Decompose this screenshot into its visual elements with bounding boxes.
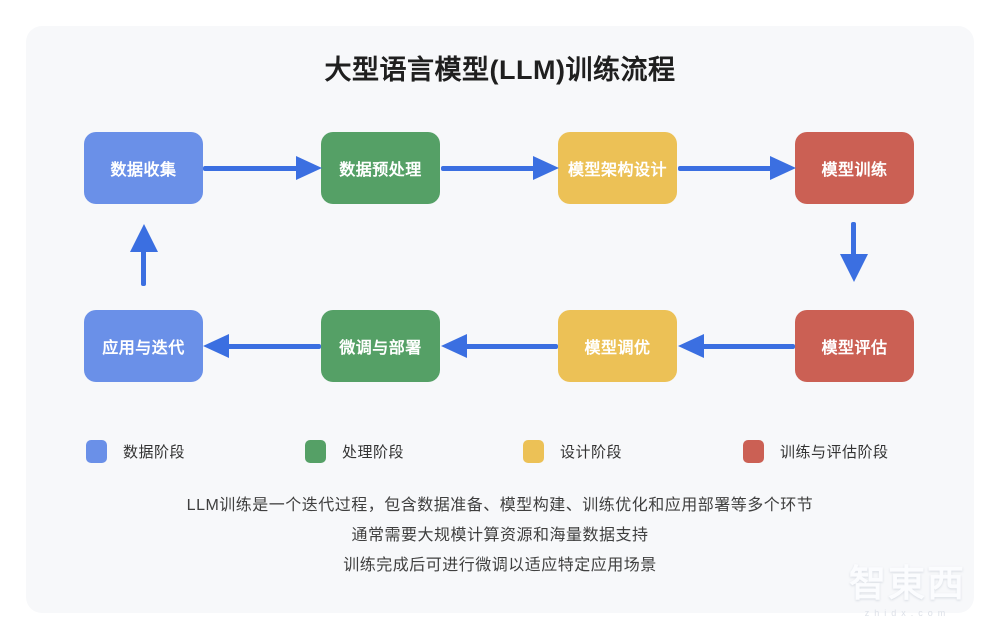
legend-item-train-eval-stage: 训练与评估阶段: [743, 439, 889, 463]
legend-label: 处理阶段: [342, 443, 405, 461]
arrow-right-icon: [533, 156, 559, 180]
description-line-2: 通常需要大规模计算资源和海量数据支持: [351, 527, 649, 544]
zhidx-watermark: 智東西 zhidx.com: [849, 553, 966, 618]
arrow-tuning-to-finetune-line: [464, 344, 558, 349]
legend-item-data-stage: 数据阶段: [86, 439, 186, 463]
flow-node-model-training: 模型训练: [795, 132, 914, 204]
description-line-3: 训练完成后可进行微调以适应特定应用场景: [343, 557, 657, 574]
arrow-right-icon: [770, 156, 796, 180]
flow-node-model-architecture-design: 模型架构设计: [558, 132, 677, 204]
process-stage-swatch-icon: [305, 439, 327, 463]
flow-node-model-tuning: 模型调优: [558, 310, 677, 382]
train-eval-stage-swatch-icon: [743, 439, 765, 463]
arrow-preprocess-to-architecture-line: [441, 166, 536, 171]
arrow-up-icon: [130, 224, 158, 252]
legend-label: 设计阶段: [560, 443, 623, 461]
arrow-left-icon: [678, 334, 704, 358]
arrow-left-icon: [203, 334, 229, 358]
legend: 数据阶段 处理阶段 设计阶段 训练与评估阶段: [86, 438, 889, 464]
data-stage-swatch-icon: [86, 439, 107, 463]
arrow-left-icon: [441, 334, 467, 358]
legend-item-design-stage: 设计阶段: [523, 439, 623, 463]
legend-label: 训练与评估阶段: [780, 443, 889, 461]
arrow-finetune-to-application-line: [226, 344, 321, 349]
flow-node-finetune-deploy: 微调与部署: [321, 310, 440, 382]
design-stage-swatch-icon: [523, 439, 545, 463]
watermark-url-text: zhidx.com: [864, 608, 951, 618]
arrow-down-icon: [840, 254, 868, 282]
flow-node-data-collection: 数据收集: [84, 132, 203, 204]
legend-label: 数据阶段: [123, 443, 186, 461]
legend-item-process-stage: 处理阶段: [305, 439, 405, 463]
watermark-logo-text: 智東西: [849, 563, 966, 604]
description-text: LLM训练是一个迭代过程，包含数据准备、模型构建、训练优化和应用部署等多个环节 …: [0, 491, 1000, 581]
arrow-architecture-to-training-line: [678, 166, 773, 171]
arrow-collect-to-preprocess-line: [203, 166, 299, 171]
flow-node-data-preprocessing: 数据预处理: [321, 132, 440, 204]
arrow-right-icon: [296, 156, 322, 180]
flow-node-application-iteration: 应用与迭代: [84, 310, 203, 382]
flow-node-model-evaluation: 模型评估: [795, 310, 914, 382]
arrow-application-to-collect-line: [141, 250, 146, 286]
arrow-training-to-evaluation-line: [851, 222, 856, 256]
page-title: 大型语言模型(LLM)训练流程: [324, 55, 676, 85]
description-line-1: LLM训练是一个迭代过程，包含数据准备、模型构建、训练优化和应用部署等多个环节: [186, 497, 814, 514]
arrow-evaluation-to-tuning-line: [701, 344, 795, 349]
